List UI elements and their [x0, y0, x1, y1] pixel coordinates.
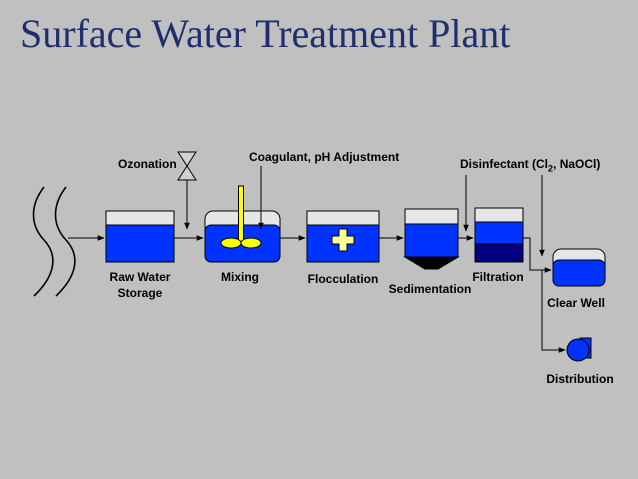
- coagulant-label: Coagulant, pH Adjustment: [249, 150, 400, 164]
- flocculation-label: Flocculation: [307, 272, 379, 286]
- sedimentation-tank: [403, 208, 460, 270]
- mixing-label: Mixing: [221, 270, 259, 284]
- filtration-label: Filtration: [472, 270, 524, 284]
- raw-water-label-line2: Storage: [117, 286, 163, 300]
- distribution-label: Distribution: [546, 372, 614, 386]
- ozonation-label: Ozonation: [118, 157, 177, 171]
- disinfectant-label: Disinfectant (Cl2, NaOCl): [460, 157, 600, 175]
- disinfectant-label-text: Disinfectant (Cl: [460, 157, 549, 171]
- page-title: Surface Water Treatment Plant: [20, 11, 511, 56]
- sedimentation-label: Sedimentation: [388, 282, 472, 296]
- raw-water-storage-tank: [105, 210, 175, 263]
- raw-water-storage-label: Raw Water Storage: [110, 270, 171, 300]
- wave-icon: [32, 186, 76, 297]
- floc-icon: [331, 228, 355, 252]
- clear-well-tank: [552, 248, 606, 287]
- flow-arrow-filter-to-clearwell: [523, 237, 552, 273]
- clear-well-label: Clear Well: [547, 296, 605, 310]
- flow-arrows: [68, 235, 566, 353]
- raw-water-label-line1: Raw Water: [109, 270, 171, 284]
- valve-icon: [177, 151, 197, 181]
- filtration-tank: [474, 207, 524, 263]
- pump-icon: [566, 337, 592, 362]
- disinfectant-label-suffix: , NaOCl): [553, 157, 601, 171]
- disinfectant-label-subscript: 2: [548, 163, 554, 174]
- mixer-icon: [220, 185, 262, 249]
- flow-arrow-to-distribution: [541, 270, 566, 353]
